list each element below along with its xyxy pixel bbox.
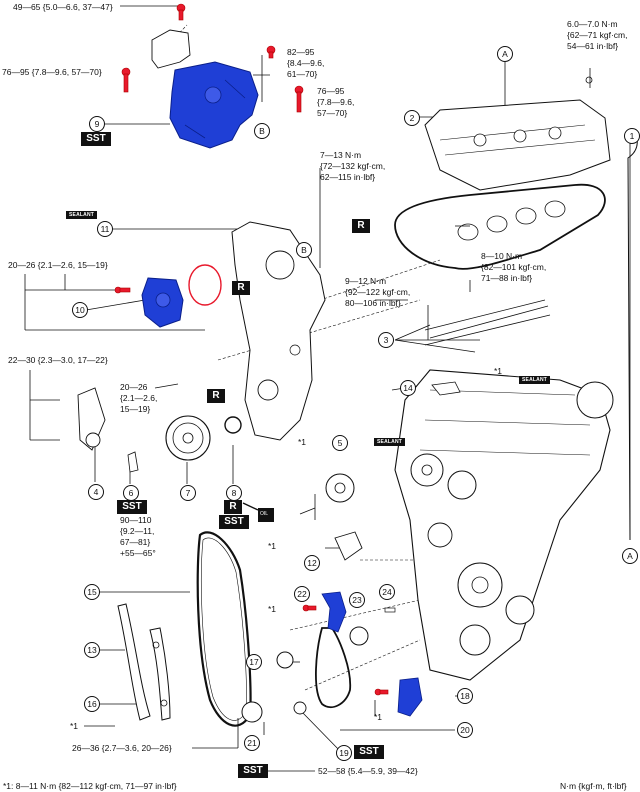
reference-a-top: A xyxy=(497,46,513,62)
torque-90-110-line1: 90—110 xyxy=(120,515,152,525)
torque-20-26-mid-line2: {2.1—2.6, xyxy=(120,393,158,403)
callout-9: 9 xyxy=(89,116,105,132)
sst-tag-8: SST xyxy=(219,515,249,529)
oil-can-label: OIL xyxy=(260,511,269,517)
torque-7-13-line1: 7—13 N·m xyxy=(320,150,362,160)
torque-6-7-line1: 6.0—7.0 N·m xyxy=(567,19,618,29)
torque-9-12-line1: 9—12 N·m xyxy=(345,276,387,286)
callout-24: 24 xyxy=(379,584,395,600)
torque-49-65: 49—65 {5.0—6.6, 37—47} xyxy=(13,2,113,12)
torque-9-12-line3: 80—106 in·lbf} xyxy=(345,298,401,308)
sst-tag-9: SST xyxy=(81,132,111,146)
torque-82-95-line1: 82—95 xyxy=(287,47,315,57)
torque-8-10-line3: 71—88 in·lbf} xyxy=(481,273,533,283)
torque-76-95-right-line2: {7.8—9.6, xyxy=(317,97,355,107)
units-legend: N·m {kgf·m, ft·lbf} xyxy=(560,781,627,791)
callout-14: 14 xyxy=(400,380,416,396)
sealant-tag-cover: SEALANT xyxy=(66,211,98,219)
torque-76-95-left: 76—95 {7.8—9.6, 57—70} xyxy=(2,67,102,77)
sst-tag-21: SST xyxy=(238,764,268,778)
callout-8: 8 xyxy=(226,485,242,501)
replace-tag-seal: R xyxy=(207,389,225,403)
sealant-tag-rear: SEALANT xyxy=(519,376,551,384)
torque-8-10-line1: 8—10 N·m xyxy=(481,251,523,261)
star-mark-camshaft: *1 xyxy=(494,366,503,376)
sst-tag-6: SST xyxy=(117,500,147,514)
star-mark-bolt-22: *1 xyxy=(268,604,277,614)
callout-3: 3 xyxy=(378,332,394,348)
callout-5: 5 xyxy=(332,435,348,451)
torque-7-13-line2: {72—132 kgf·cm, xyxy=(320,161,386,171)
torque-6-7-line2: {62—71 kgf·cm, xyxy=(567,30,628,40)
callout-15: 15 xyxy=(84,584,100,600)
torque-26-36: 26—36 {2.7—3.6, 20—26} xyxy=(72,743,172,753)
replace-tag-8: R xyxy=(224,500,242,514)
replace-tag-oring: R xyxy=(232,281,250,295)
torque-8-10-line2: {82—101 kgf·cm, xyxy=(481,262,547,272)
torque-76-95-right-line3: 57—70} xyxy=(317,108,348,118)
callout-20: 20 xyxy=(457,722,473,738)
torque-76-95-right-line1: 76—95 xyxy=(317,86,345,96)
callout-10: 10 xyxy=(72,302,88,318)
callout-22: 22 xyxy=(294,586,310,602)
reference-a-bottom: A xyxy=(622,548,638,564)
callout-13: 13 xyxy=(84,642,100,658)
torque-82-95-line3: 61—70} xyxy=(287,69,318,79)
reference-b-bracket: B xyxy=(254,123,270,139)
torque-6-7-line3: 54—61 in·lbf} xyxy=(567,41,619,51)
sealant-tag-block: SEALANT xyxy=(374,438,406,446)
star-mark-bolt-16: *1 xyxy=(70,721,79,731)
callout-16: 16 xyxy=(84,696,100,712)
callout-6: 6 xyxy=(123,485,139,501)
torque-90-110-line2: {9.2—11, xyxy=(120,526,155,536)
replace-tag-gasket: R xyxy=(352,219,370,233)
callout-18: 18 xyxy=(457,688,473,704)
torque-90-110-line3: 67—81} xyxy=(120,537,151,547)
torque-90-110-line4: +55—65° xyxy=(120,548,156,558)
callout-2: 2 xyxy=(404,110,420,126)
torque-22-30: 22—30 {2.3—3.0, 17—22} xyxy=(8,355,108,365)
callout-1: 1 xyxy=(624,128,640,144)
torque-7-13-line3: 62—115 in·lbf} xyxy=(320,172,376,182)
star-mark-bolt-18: *1 xyxy=(374,712,383,722)
reference-b-cover: B xyxy=(296,242,312,258)
torque-9-12-line2: {92—122 kgf·cm, xyxy=(345,287,411,297)
sst-tag-19: SST xyxy=(354,745,384,759)
torque-52-58: 52—58 {5.4—5.9, 39—42} xyxy=(318,766,418,776)
star-mark-pulley: *1 xyxy=(298,437,307,447)
callout-17: 17 xyxy=(246,654,262,670)
footer-note: *1: 8—11 N·m {82—112 kgf·cm, 71—97 in·lb… xyxy=(3,781,177,791)
callout-4: 4 xyxy=(88,484,104,500)
torque-20-26-mid-line1: 20—26 xyxy=(120,382,148,392)
callout-23: 23 xyxy=(349,592,365,608)
callout-7: 7 xyxy=(180,485,196,501)
torque-20-26-top: 20—26 {2.1—2.6, 15—19} xyxy=(8,260,108,270)
callout-12: 12 xyxy=(304,555,320,571)
torque-20-26-mid-line3: 15—19} xyxy=(120,404,151,414)
callout-11: 11 xyxy=(97,221,113,237)
callout-19: 19 xyxy=(336,745,352,761)
callout-21: 21 xyxy=(244,735,260,751)
star-mark-bolt-12: *1 xyxy=(268,541,277,551)
torque-82-95-line2: {8.4—9.6, xyxy=(287,58,325,68)
